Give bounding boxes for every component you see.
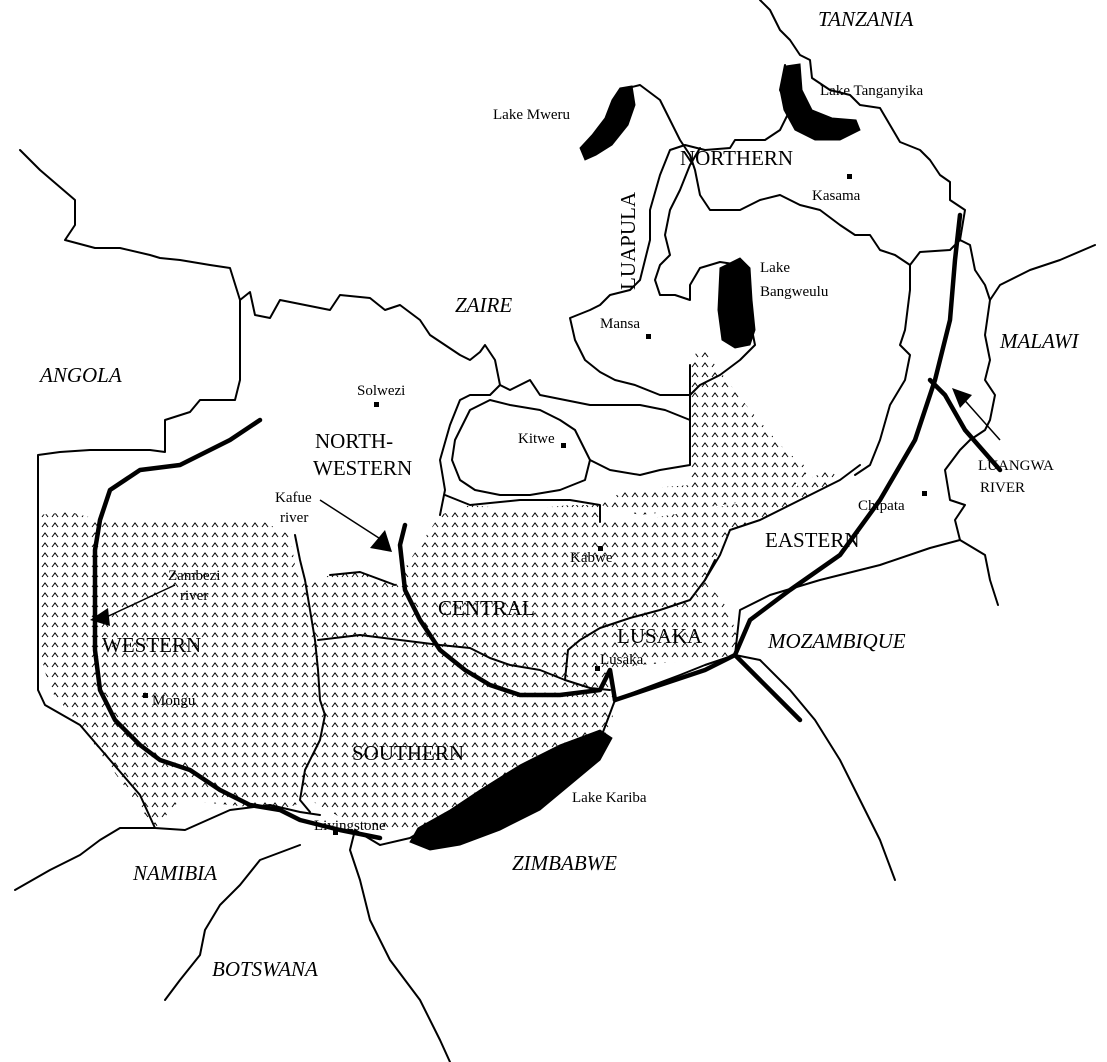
- border-western-province: [294, 534, 326, 813]
- border-luapula-northern: [619, 84, 911, 266]
- label-town-kitwe: Kitwe: [518, 431, 555, 447]
- zambezi-arrow-line: [99, 584, 176, 621]
- label-town-chipata: Chipata: [858, 498, 905, 514]
- border-eastern-west: [704, 464, 861, 581]
- border-central-north-edge: [444, 494, 601, 523]
- border-lusaka-province: [564, 559, 716, 681]
- luangwa-arrow-line: [959, 394, 1001, 441]
- label-zimbabwe: ZIMBABWE: [512, 851, 617, 875]
- luangwa-arrow-head: [952, 388, 972, 408]
- border-mozambique-east: [734, 539, 999, 656]
- border-kitwe: [451, 399, 591, 496]
- border-copperbelt-east: [589, 419, 691, 476]
- label-province-luapula: LUAPULA: [616, 191, 640, 290]
- label-river-luangwa-1: LUANGWA: [978, 458, 1054, 474]
- label-namibia: NAMIBIA: [132, 861, 217, 885]
- border-eastern-north: [854, 239, 991, 476]
- town-marker-chipata: [922, 491, 927, 496]
- border-botswana: [164, 844, 301, 1001]
- label-river-kafue-2: river: [280, 510, 308, 526]
- kafue-arrow-line: [319, 499, 383, 541]
- label-river-zambezi-2: river: [180, 588, 208, 604]
- label-province-eastern: EASTERN: [765, 528, 860, 552]
- town-marker-solwezi: [374, 402, 379, 407]
- label-mozambique: MOZAMBIQUE: [767, 629, 906, 653]
- river-luangwa: [732, 212, 963, 658]
- label-town-lusaka: Lusaka: [600, 652, 644, 668]
- border-angola-north: [19, 149, 241, 301]
- river-kafue: [397, 522, 618, 703]
- border-botswana-2: [349, 829, 451, 1062]
- border-zambia-west: [37, 291, 691, 516]
- town-marker-kitwe: [561, 443, 566, 448]
- lake-bangweulu-shape: [717, 257, 756, 349]
- label-river-luangwa-2: RIVER: [980, 480, 1025, 496]
- label-town-kabwe: Kabwe: [570, 550, 613, 566]
- label-angola: ANGOLA: [38, 363, 122, 387]
- label-town-kasama: Kasama: [812, 188, 861, 204]
- label-province-central: CENTRAL: [438, 596, 535, 620]
- label-tanzania: TANZANIA: [818, 7, 913, 31]
- label-lake-tanganyika: Lake Tanganyika: [820, 83, 924, 99]
- label-malawi: MALAWI: [999, 329, 1080, 353]
- zambezi-arrow-head: [90, 608, 110, 626]
- border-southern-central: [317, 634, 611, 691]
- lake-tanganyika-shape: [779, 63, 861, 141]
- river-zambezi-lower: [612, 652, 803, 723]
- kafue-arrow-head: [370, 530, 392, 552]
- label-zaire: ZAIRE: [455, 293, 512, 317]
- town-marker-mansa: [646, 334, 651, 339]
- border-malawi: [944, 244, 1096, 541]
- label-town-mansa: Mansa: [600, 316, 640, 332]
- town-marker-kasama: [847, 174, 852, 179]
- label-river-kafue-1: Kafue: [275, 490, 312, 506]
- border-tanzania: [759, 0, 966, 241]
- label-lake-mweru: Lake Mweru: [493, 107, 571, 123]
- label-botswana: BOTSWANA: [212, 957, 318, 981]
- label-province-lusaka: LUSAKA: [617, 624, 703, 648]
- river-luangwa-side: [927, 377, 1003, 473]
- label-province-northern: NORTHERN: [680, 146, 793, 170]
- label-province-southern: SOUTHERN: [352, 741, 464, 765]
- border-mozambique: [614, 654, 896, 881]
- label-province-north-western-1: NORTH-: [315, 429, 393, 453]
- label-lake-kariba: Lake Kariba: [572, 790, 647, 806]
- label-province-western: WESTERN: [102, 633, 201, 657]
- river-zambezi-upper: [92, 417, 383, 841]
- town-marker-kabwe: [598, 546, 603, 551]
- border-namibia: [14, 827, 156, 891]
- label-river-zambezi-1: Zambezi: [168, 568, 220, 584]
- border-north-western-east: [329, 571, 396, 586]
- label-town-mongu: Mongu: [152, 693, 196, 709]
- shaded-area-central-north: [600, 345, 810, 515]
- label-town-solwezi: Solwezi: [357, 383, 405, 399]
- lake-kariba-shape: [409, 729, 613, 851]
- label-province-north-western-2: WESTERN: [313, 456, 412, 480]
- town-marker-livingstone: [333, 830, 338, 835]
- border-zaire-luapula: [569, 64, 791, 396]
- label-lake-bangweulu-2: Bangweulu: [760, 284, 829, 300]
- town-marker-mongu: [143, 693, 148, 698]
- border-north-western: [439, 384, 501, 516]
- town-marker-lusaka: [595, 666, 600, 671]
- lake-mweru-shape: [579, 85, 636, 161]
- label-town-livingstone: Livingstone: [314, 818, 386, 834]
- label-lake-bangweulu-1: Lake: [760, 260, 790, 276]
- border-west-angola: [37, 514, 321, 831]
